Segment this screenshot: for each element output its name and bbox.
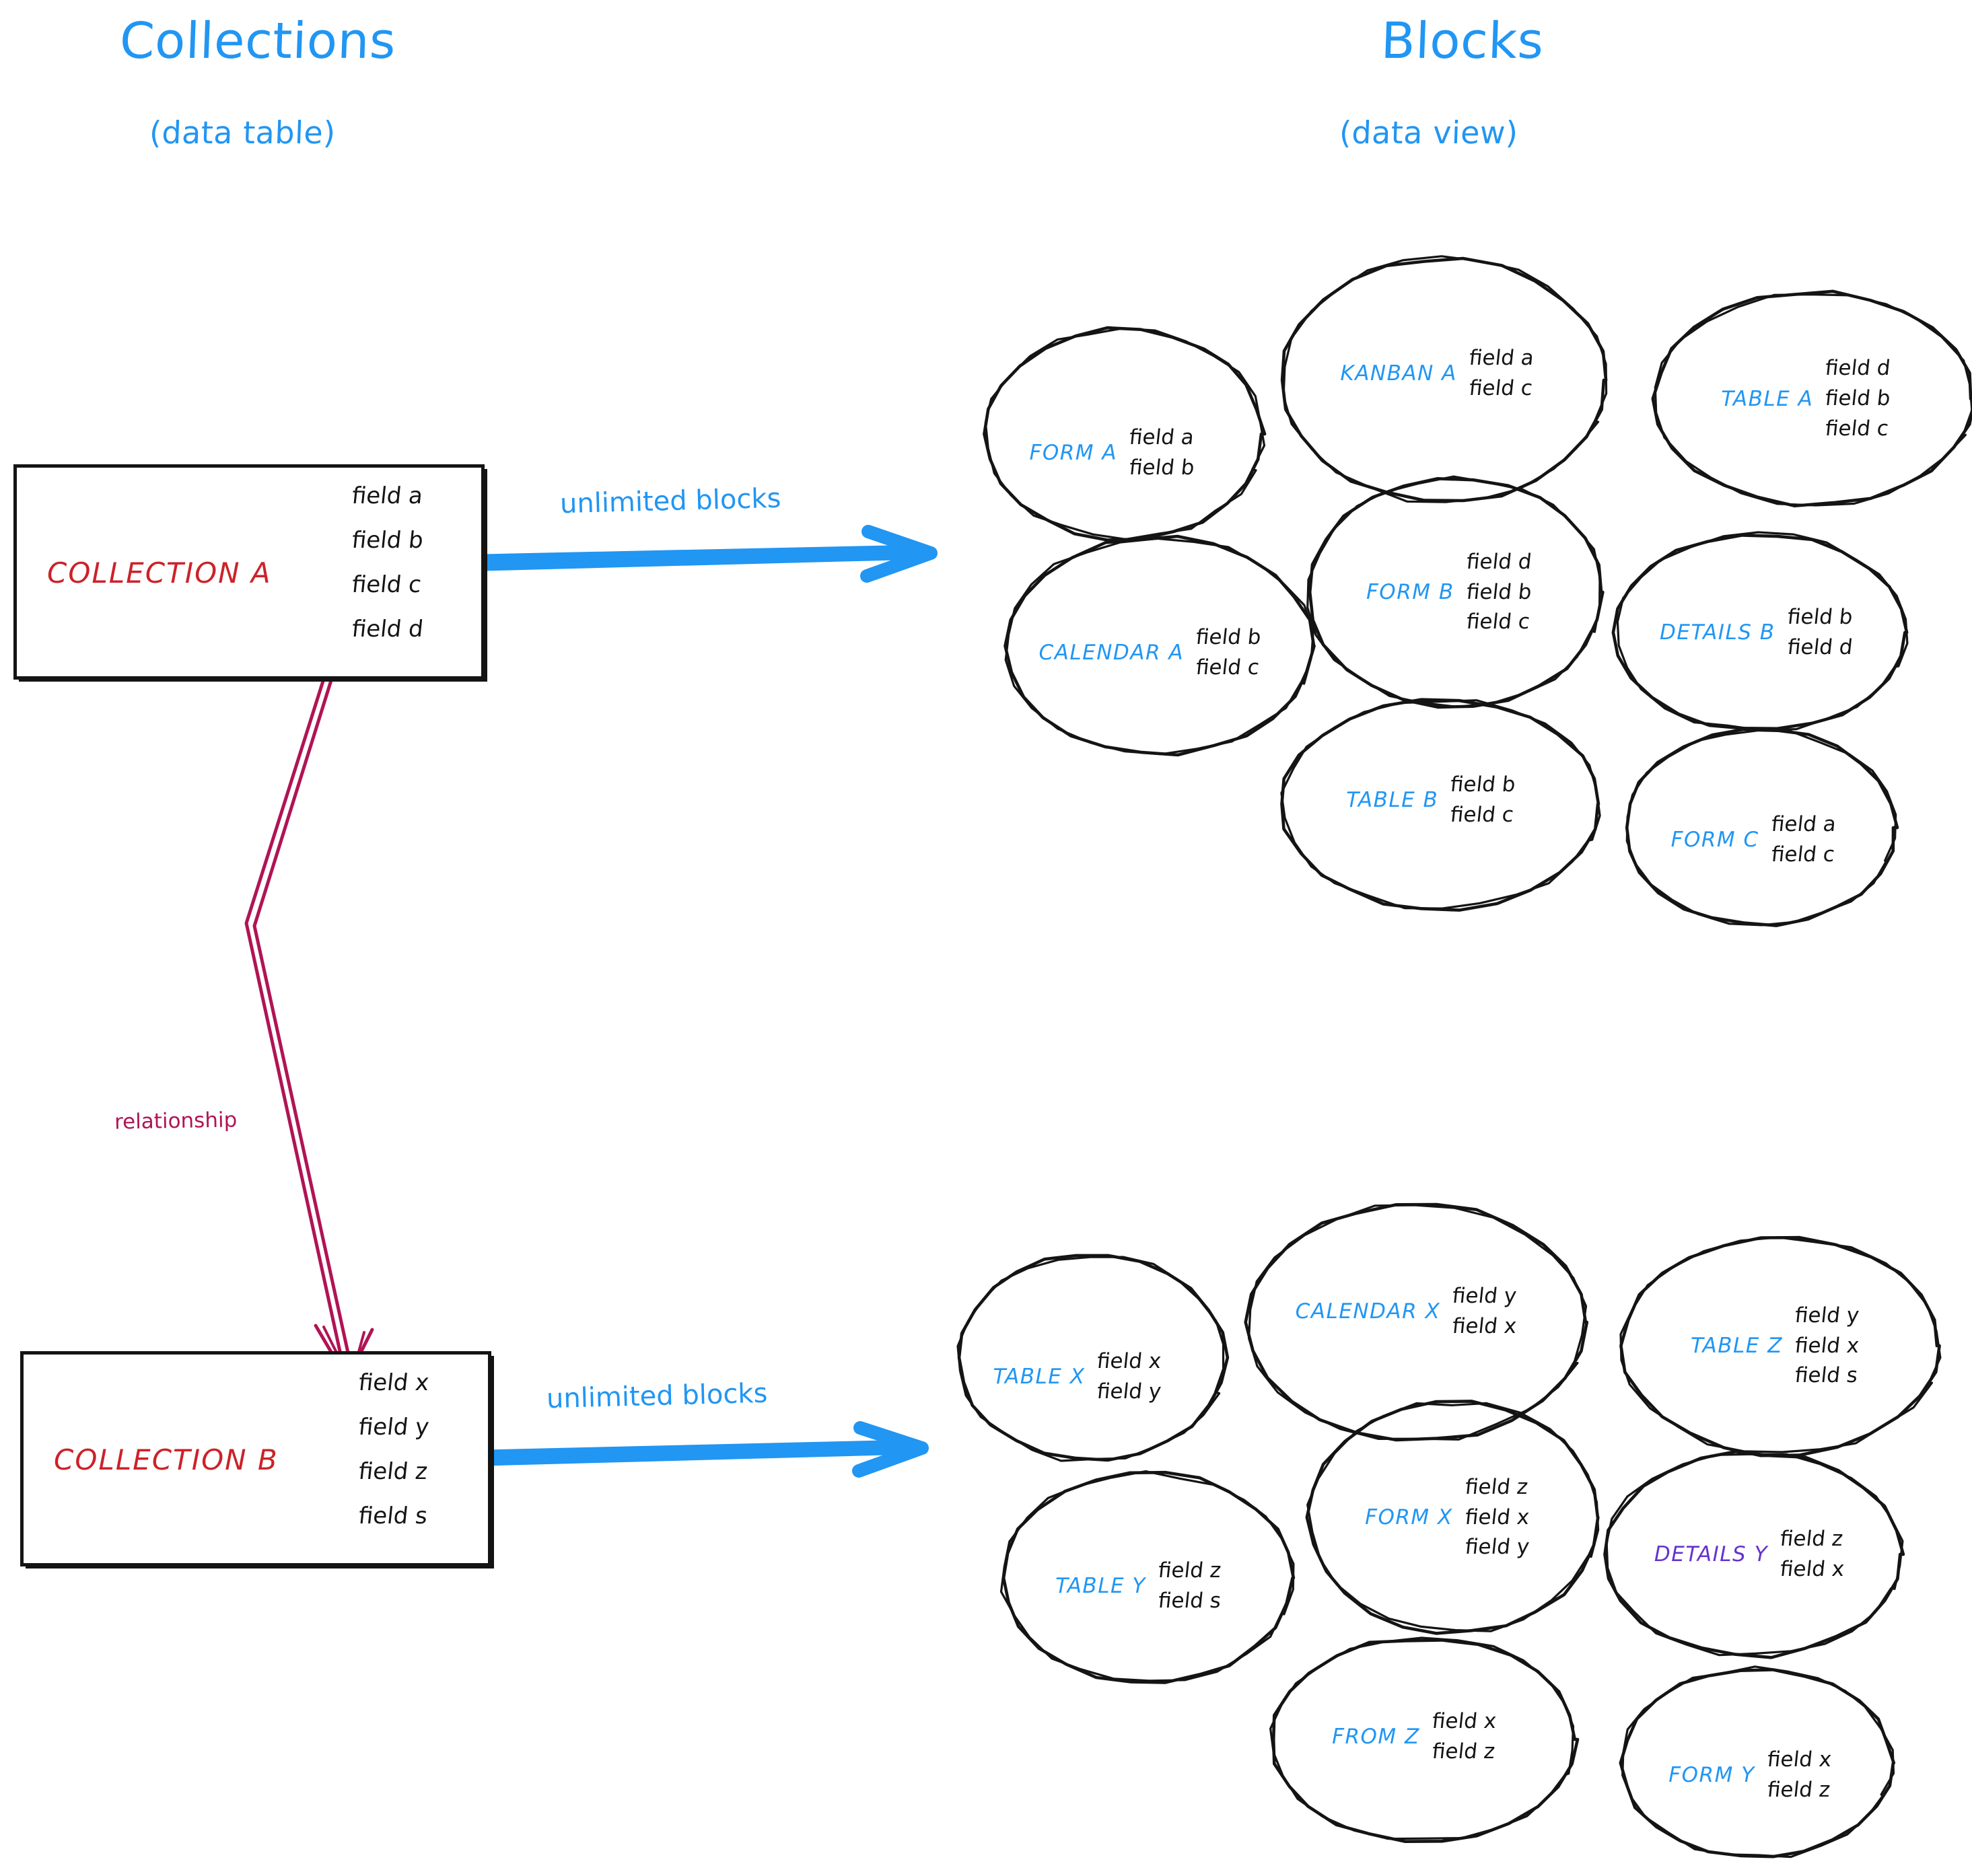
collection-a-box[interactable]: COLLECTION A field a field b field c fie… (13, 464, 485, 680)
page-subtitle-blocks: (data view) (1339, 114, 1519, 151)
collection-b-box[interactable]: COLLECTION B field x field y field z fie… (20, 1351, 491, 1566)
collection-b-field: field s (357, 1503, 429, 1529)
unlimited-blocks-arrow-top (477, 525, 938, 583)
collection-b-name: COLLECTION B (54, 1443, 279, 1476)
collection-a-name: COLLECTION A (47, 556, 272, 589)
page-title-collections: Collections (118, 12, 397, 70)
diagram-canvas (244, 525, 938, 1478)
collection-b-field: field y (357, 1414, 431, 1441)
collection-a-field: field d (350, 616, 425, 643)
collection-a-field: field c (350, 571, 423, 598)
page-title-blocks: Blocks (1380, 12, 1545, 70)
page-subtitle-collections: (data table) (149, 114, 337, 151)
arrow-label-bottom: unlimited blocks (546, 1377, 768, 1415)
collection-a-field: field b (350, 527, 425, 554)
relationship-connector (244, 665, 374, 1382)
collection-b-field: field z (357, 1458, 429, 1485)
unlimited-blocks-arrow-bottom (480, 1421, 929, 1478)
relationship-label: relationship (114, 1108, 238, 1134)
arrow-label-top: unlimited blocks (559, 482, 781, 520)
collection-a-field: field a (350, 482, 425, 509)
collection-b-field: field x (357, 1369, 431, 1396)
